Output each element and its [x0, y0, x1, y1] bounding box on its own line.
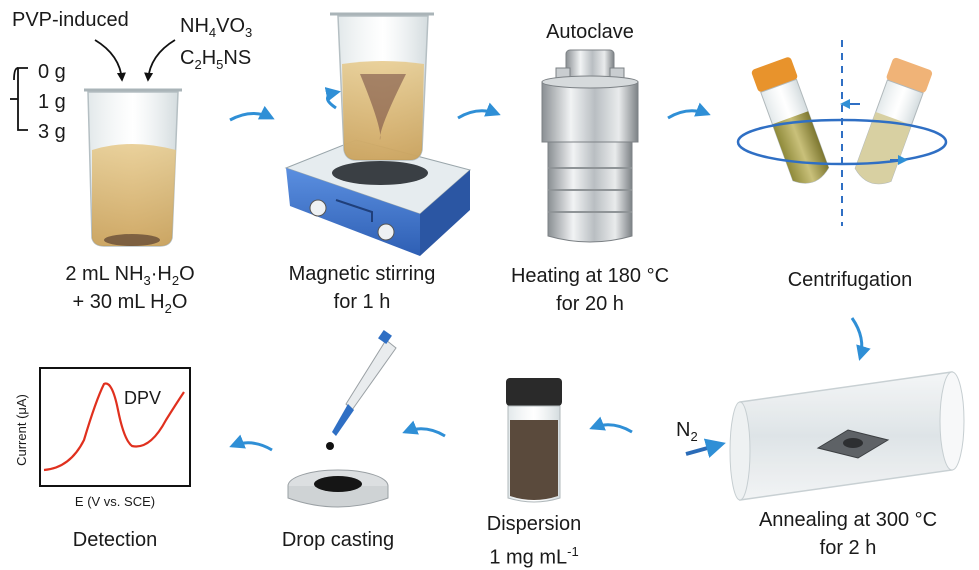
drop-casting-setup	[287, 330, 397, 508]
flow-arrow-5	[589, 416, 633, 434]
pvp-arrow	[94, 39, 126, 82]
amount-0g: 0 g	[38, 61, 66, 83]
stirring-rotation-arrow	[324, 87, 341, 110]
reagent-nh4vo3: NH4VO3	[180, 15, 253, 40]
step3-caption-line2: for 20 h	[556, 293, 624, 315]
step2-caption-line2: for 1 h	[333, 291, 391, 313]
magnetic-stirrer	[284, 139, 472, 256]
step1-caption-line2: + 30 mL H2O	[72, 291, 188, 316]
autoclave	[541, 49, 639, 243]
amount-1g: 1 g	[38, 91, 66, 113]
dpv-curve	[43, 382, 185, 472]
step6-caption-line1: Dispersion	[486, 513, 582, 535]
step3-caption-line1: Heating at 180 °C	[510, 265, 670, 287]
step6-caption-line2: 1 mg mL-1	[489, 544, 579, 569]
reagent-arrow	[144, 39, 176, 82]
dpv-xlabel: E (V vs. SCE)	[74, 494, 156, 509]
flow-arrow-1	[229, 105, 275, 122]
step2-caption-line1: Magnetic stirring	[288, 263, 436, 285]
amount-brace	[10, 67, 28, 131]
pvp-label: PVP-induced	[12, 9, 129, 31]
flow-arrow-7	[229, 434, 273, 452]
reagent-c2h5ns: C2H5NS	[180, 47, 252, 72]
stirring-beaker	[330, 12, 434, 161]
autoclave-title: Autoclave	[546, 21, 634, 43]
step1-caption-line1: 2 mL NH3·H2O	[65, 263, 195, 288]
flow-arrow-3	[667, 102, 711, 120]
flow-arrow-4	[850, 317, 871, 361]
annealing-tube	[729, 371, 965, 501]
amount-3g: 3 g	[38, 121, 66, 143]
flow-arrow-6	[402, 420, 446, 438]
step5-caption-line1: Annealing at 300 °C	[758, 509, 938, 531]
n2-label: N2	[676, 419, 698, 444]
flow-arrow-2	[457, 102, 501, 120]
beaker-1	[84, 88, 182, 247]
dpv-plot	[39, 367, 191, 487]
step8-caption: Detection	[72, 529, 158, 551]
dispersion-vial	[506, 378, 562, 503]
step4-caption: Centrifugation	[787, 269, 913, 291]
step7-caption: Drop casting	[281, 529, 395, 551]
dpv-ylabel: Current (μA)	[14, 394, 29, 466]
n2-flow-arrow	[685, 438, 726, 458]
dpv-title: DPV	[124, 388, 162, 408]
step5-caption-line2: for 2 h	[819, 537, 877, 559]
centrifuge-vials	[736, 40, 948, 226]
